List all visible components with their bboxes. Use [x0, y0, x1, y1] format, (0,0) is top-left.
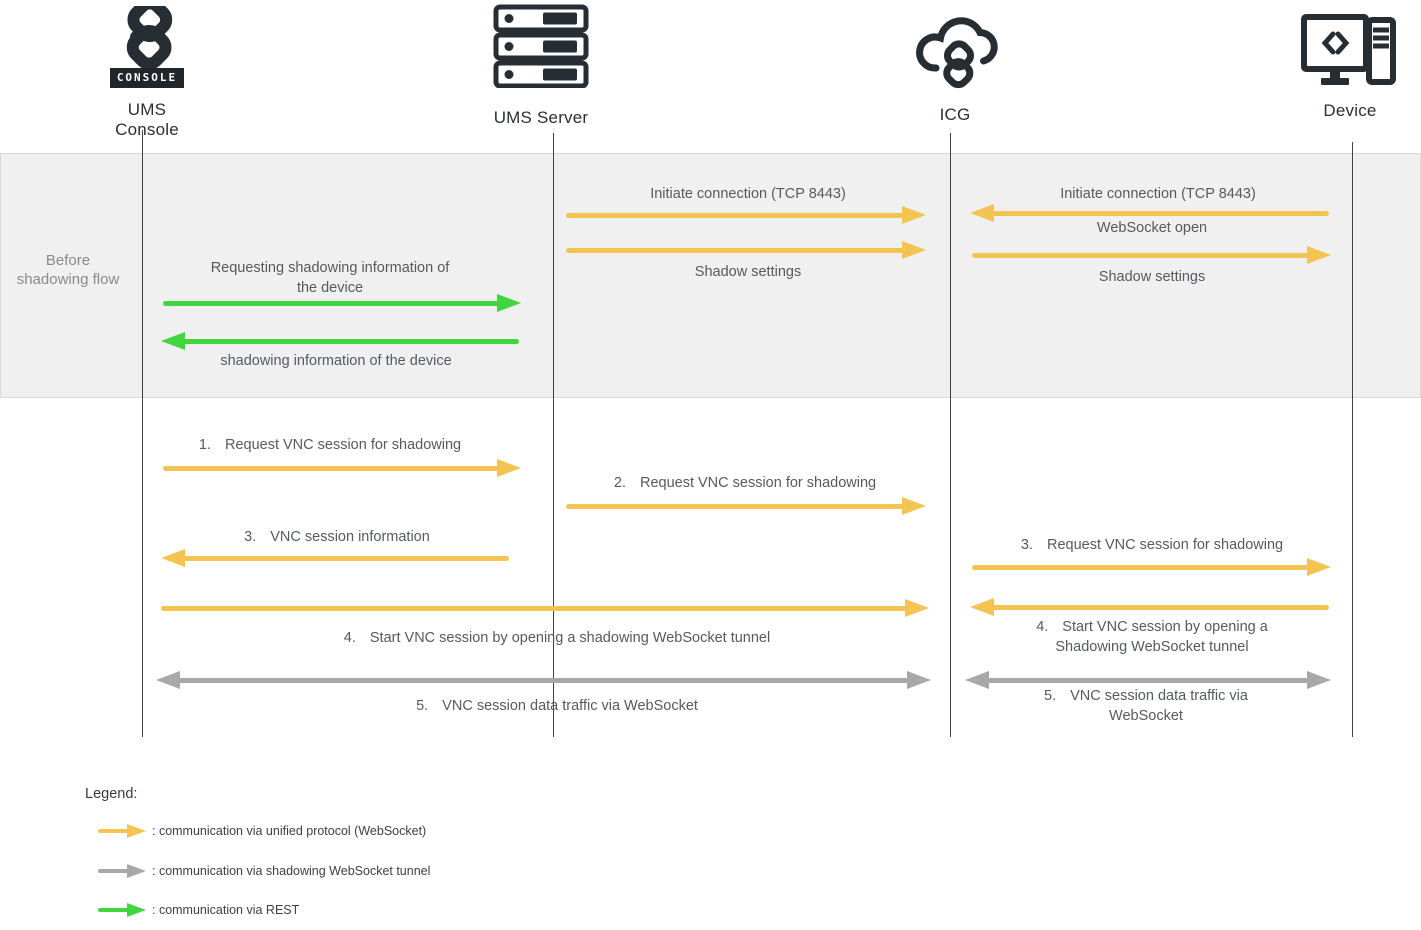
actor-label-ums-server: UMS Server [493, 108, 589, 127]
arrow-step3-session-info [161, 549, 510, 567]
message-label-step5-data-traffic-device: 5.VNC session data traffic via WebSocket [1044, 688, 1248, 724]
legend-item-unified-protocol: : communication via unified protocol (We… [152, 824, 427, 838]
lifeline-ums-server [553, 133, 554, 737]
actor-ums-console: CONSOLE UMS Console [96, 6, 198, 140]
actor-label-icg: ICG [939, 105, 971, 124]
message-label-step5-data-traffic: 5.VNC session data traffic via WebSocket [416, 698, 698, 714]
lifeline-device [1352, 142, 1353, 737]
message-label-shadowing-info-back: shadowing information of the device [220, 353, 452, 369]
arrow-initiate-connection-device [970, 204, 1330, 222]
arrow-step5-data-traffic-device [965, 671, 1331, 689]
message-label-step4-start-vnc-device: 4.Start VNC session by opening a Shadowi… [1036, 619, 1268, 655]
arrow-step4-start-vnc-device [970, 598, 1330, 616]
legend-green-arrow-icon [97, 903, 146, 917]
arrow-step3-request-vnc-device [971, 558, 1331, 576]
message-label-step3-request-vnc-device: 3.Request VNC session for shadowing [1020, 537, 1284, 553]
arrow-step4-start-vnc-long [160, 599, 929, 617]
legend-item-websocket-tunnel: : communication via shadowing WebSocket … [152, 864, 431, 878]
message-label-step2: 2.Request VNC session for shadowing [613, 475, 877, 491]
message-label-initiate-connection-ums: Initiate connection (TCP 8443) [650, 186, 846, 202]
actor-device: Device [1298, 12, 1402, 121]
legend-title: Legend: [85, 786, 138, 802]
legend-item-rest: : communication via REST [152, 903, 300, 917]
actor-ums-server: UMS Server [488, 4, 594, 128]
actor-label-ums-console: UMS Console [115, 100, 179, 139]
arrow-shadow-settings-device [971, 246, 1331, 264]
arrow-shadowing-info-back [161, 332, 520, 350]
lifeline-icg [950, 133, 951, 737]
band-label: Before shadowing flow [16, 252, 120, 288]
message-label-step4-start-vnc: 4.Start VNC session by opening a shadowi… [343, 630, 771, 646]
message-label-step1: 1.Request VNC session for shadowing [198, 437, 462, 453]
arrow-step2-request-vnc [565, 497, 926, 515]
arrow-initiate-connection-ums [565, 206, 926, 224]
arrow-shadow-settings-ums [565, 241, 926, 259]
message-label-requesting-shadowing-info: Requesting shadowing information of the … [210, 260, 450, 296]
arrow-step5-data-traffic-long [156, 671, 931, 689]
message-label-initiate-connection-device: Initiate connection (TCP 8443) [1060, 186, 1256, 202]
arrow-step1-request-vnc [162, 459, 521, 477]
server-rack-icon [488, 4, 594, 88]
actor-icg: ICG [905, 2, 1005, 125]
message-label-shadow-settings-device: Shadow settings [1098, 269, 1206, 285]
actor-label-device: Device [1323, 101, 1377, 120]
igel-console-icon [96, 6, 198, 68]
legend-gray-arrow-icon [97, 864, 146, 878]
message-label-shadow-settings-ums: Shadow settings [694, 264, 802, 280]
device-monitor-icon [1298, 12, 1402, 94]
lifeline-ums-console [142, 130, 143, 737]
legend-yellow-arrow-icon [97, 824, 146, 838]
console-badge: CONSOLE [109, 68, 185, 88]
arrow-requesting-shadowing-info [162, 294, 521, 312]
band-before-shadowing [0, 153, 1421, 398]
cloud-link-icon [905, 2, 1005, 94]
message-label-step3-session-info: 3.VNC session information [244, 529, 430, 545]
message-label-websocket-open: WebSocket open [1096, 220, 1208, 236]
